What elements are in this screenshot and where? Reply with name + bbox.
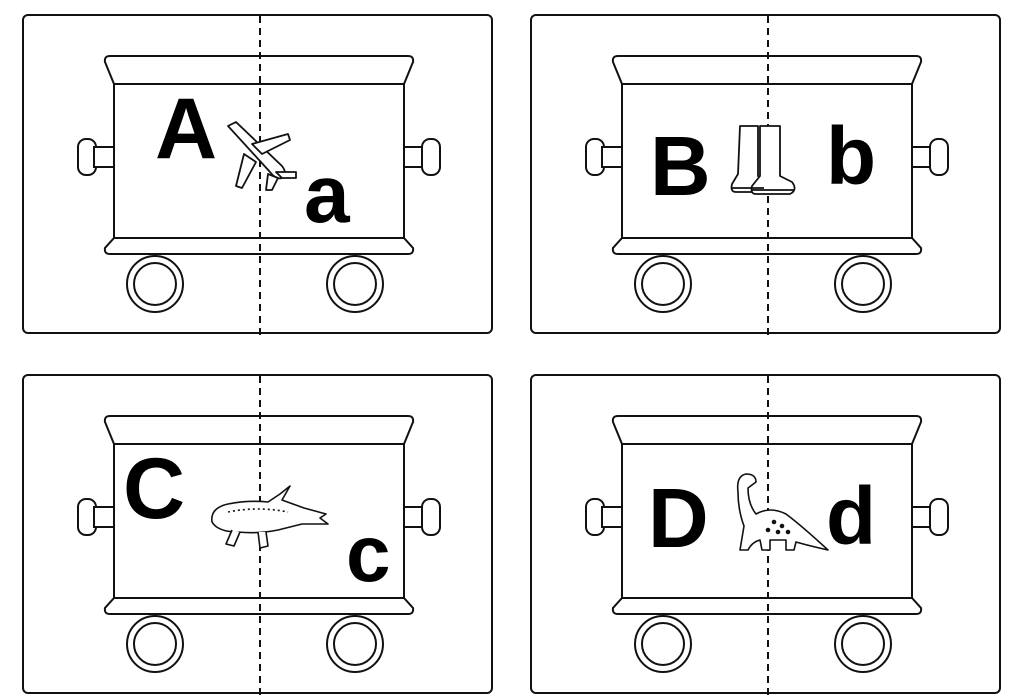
uppercase-letter: C <box>123 441 186 537</box>
dinosaur-icon <box>736 473 829 551</box>
lowercase-letter: d <box>826 471 877 562</box>
lowercase-letter: a <box>304 149 350 240</box>
uppercase-letter: B <box>650 119 711 213</box>
card-a: A a <box>22 14 493 336</box>
boots-icon <box>730 125 796 195</box>
airplane-icon <box>227 121 297 191</box>
lowercase-letter: c <box>346 509 391 598</box>
card-d: D d <box>530 374 1001 696</box>
uppercase-letter: A <box>155 81 218 177</box>
card-b: B b <box>530 14 1001 336</box>
lowercase-letter: b <box>826 111 877 202</box>
uppercase-letter: D <box>648 471 709 565</box>
card-c: C c <box>22 374 493 696</box>
crocodile-icon <box>211 485 329 549</box>
